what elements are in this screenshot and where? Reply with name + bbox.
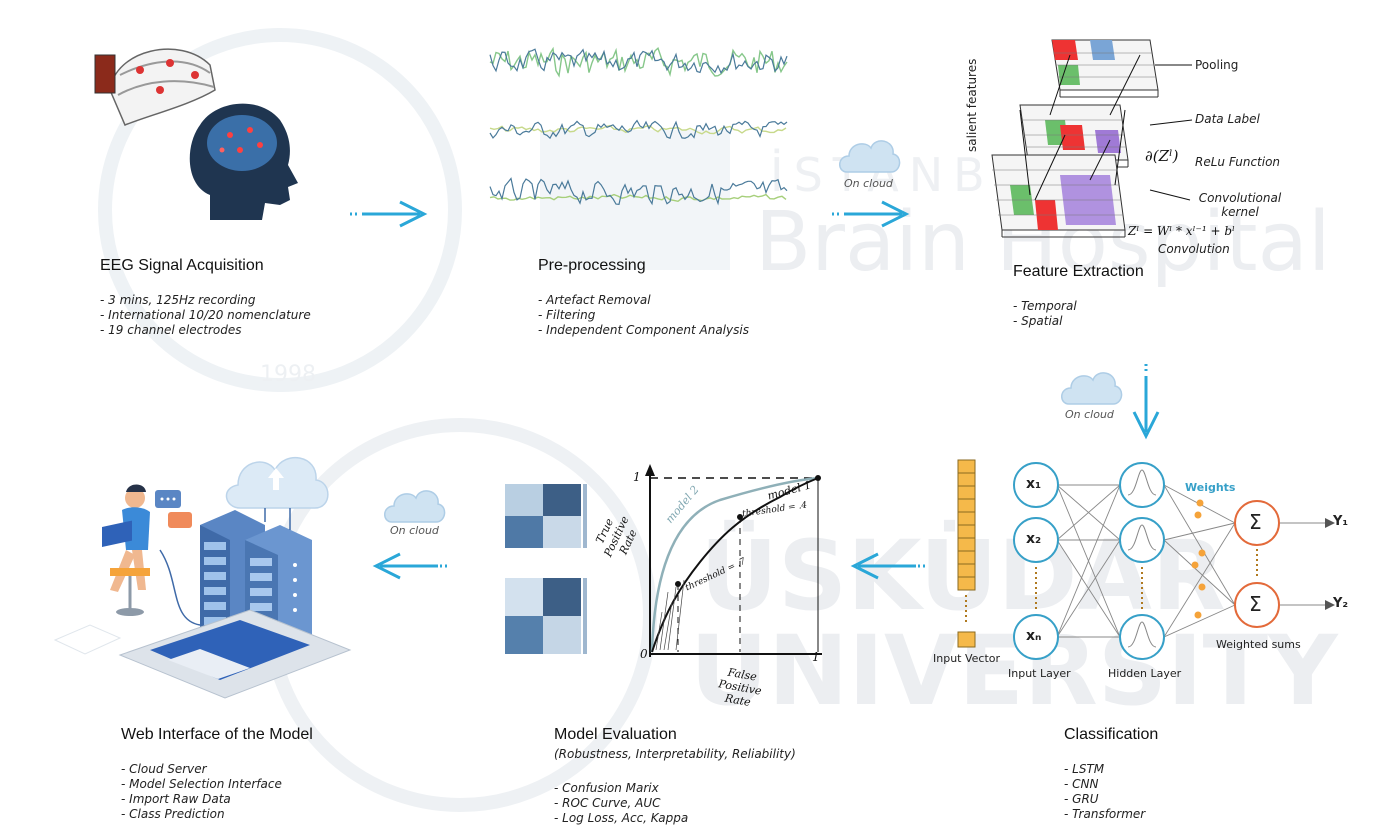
classification-item: GRU [1064,792,1145,807]
kernel-label: Convolutional kernel [1198,191,1282,219]
acquisition-item: International 10/20 nomenclature [100,308,311,323]
web-title: Web Interface of the Model [121,726,313,743]
preprocessing-item: Artefact Removal [538,293,749,308]
web-item: Import Raw Data [121,792,282,807]
weights-label: Weights [1185,481,1236,494]
evaluation-subtitle: (Robustness, Interpretability, Reliabili… [554,747,796,761]
hidden-layer-label: Hidden Layer [1108,667,1182,680]
input-vector-label: Input Vector [933,652,1001,665]
laptop [118,609,352,699]
preprocessing-title: Pre-processing [538,257,646,274]
preprocessing-item: Independent Component Analysis [538,323,749,338]
signal-trace [489,193,787,203]
roc-origin: 0 [640,647,648,661]
pooling-label: Pooling [1195,58,1239,72]
roc-model-2 [650,476,819,653]
classification-item: LSTM [1064,762,1145,777]
flow-arrow-right-1 [350,200,428,228]
evaluation-title: Model Evaluation [554,726,677,743]
person [102,484,150,616]
flow-arrow-left-1 [850,552,928,580]
acquisition-title: EEG Signal Acquisition [100,257,264,274]
signal-trace [489,119,788,140]
weighted-sums-label: Weighted sums [1216,638,1301,651]
sum-symbol-1: Σ [1249,510,1262,534]
evaluation-item: ROC Curve, AUC [554,796,688,811]
data-label-label: Data Label [1195,112,1260,126]
feature-extraction-title: Feature Extraction [1013,263,1144,280]
sum-neurons [1234,500,1280,628]
neural-network-diagram [957,459,1335,660]
eeg-headset-illustration [94,48,298,220]
convolution-label: Convolution [1158,242,1230,256]
output-y1-label: Y₁ [1333,514,1349,529]
web-item: Class Prediction [121,807,282,822]
relu-label: ReLu Function [1195,155,1281,169]
neuron-x2-label: x₂ [1026,531,1042,547]
input-vector [957,459,976,648]
confusion-matrix-1 [505,484,587,548]
evaluation-item: Log Loss, Acc, Kappa [554,811,688,826]
feature-extraction-list: Temporal Spatial [1013,299,1077,329]
classification-title: Classification [1064,726,1159,743]
signal-trace [489,177,788,206]
roc-curve [645,464,822,657]
evaluation-list: Confusion Marix ROC Curve, AUC Log Loss,… [554,781,688,826]
cnn-feature-maps [991,39,1159,238]
web-item: Cloud Server [121,762,282,777]
preprocessing-item: Filtering [538,308,749,323]
headset-module [94,54,116,94]
output-y2-label: Y₂ [1333,596,1349,611]
signal-trace [489,46,788,78]
classification-item: CNN [1064,777,1145,792]
signal-trace [489,48,788,75]
confusion-matrices [505,484,587,654]
acquisition-item: 3 mins, 125Hz recording [100,293,311,308]
convolution-equation: Zˡ = Wˡ * xˡ⁻¹ + bˡ [1128,224,1235,238]
derivative-formula: ∂(Zˡ) [1145,147,1179,165]
preprocessing-list: Artefact Removal Filtering Independent C… [538,293,749,338]
input-layer-label: Input Layer [1008,667,1071,680]
web-list: Cloud Server Model Selection Interface I… [121,762,282,822]
roc-x-one: 1 [812,650,820,664]
acquisition-list: 3 mins, 125Hz recording International 10… [100,293,311,338]
flow-arrow-left-2 [372,552,450,580]
cloud-icon [839,140,901,173]
neuron-xn-label: xₙ [1026,628,1042,644]
feature-item: Spatial [1013,314,1077,329]
cloud-label: On cloud [1065,408,1114,421]
classification-item: Transformer [1064,807,1145,822]
flow-arrow-down [1132,364,1160,440]
cloud-server-icon [225,456,329,509]
cloud-label: On cloud [390,524,439,537]
convolution-layer [991,154,1126,238]
evaluation-item: Confusion Marix [554,781,688,796]
acquisition-item: 19 channel electrodes [100,323,311,338]
web-item: Model Selection Interface [121,777,282,792]
cnn-callout-lines [1149,64,1193,201]
classification-list: LSTM CNN GRU Transformer [1064,762,1145,822]
confusion-matrix-2 [505,578,587,654]
feature-item: Temporal [1013,299,1077,314]
salient-features-label: salient features [965,58,979,152]
watermark-circle-top [98,28,462,392]
roc-y-one: 1 [633,470,641,484]
neuron-x1-label: x₁ [1026,476,1042,492]
hidden-layer-neurons [1119,462,1165,660]
brain-shape [207,115,277,171]
cloud-icon [1061,372,1123,405]
weight-dots [1191,499,1206,619]
web-interface-illustration [53,456,352,699]
input-layer-neurons [1013,462,1059,660]
signal-trace [489,124,787,135]
flow-arrow-right-2 [832,200,910,228]
eeg-signal-traces [489,46,788,206]
sum-symbol-2: Σ [1249,592,1262,616]
cloud-icon [384,490,446,523]
network-connections [1056,484,1325,638]
cloud-label: On cloud [844,177,893,190]
